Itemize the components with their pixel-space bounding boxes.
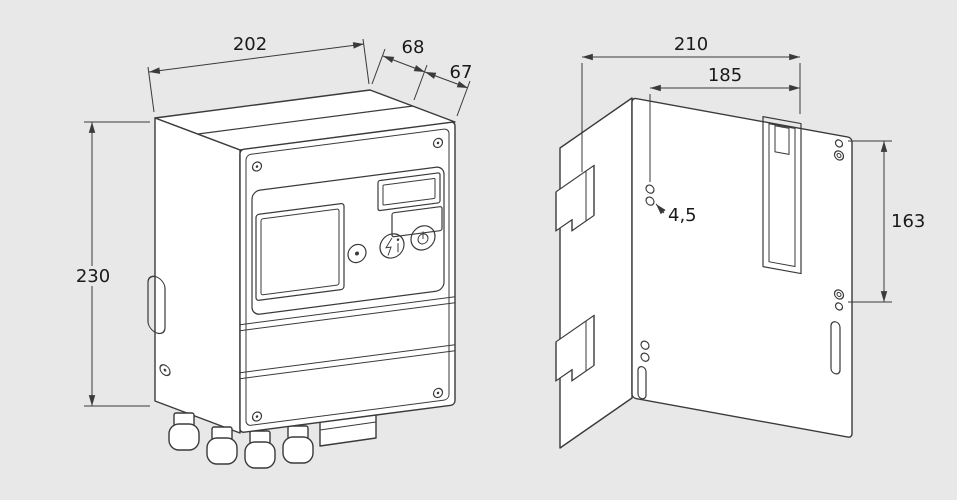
cable-gland (206, 426, 238, 465)
back-side-face (559, 97, 633, 449)
dim-depth-68-label: 68 (402, 37, 425, 58)
dim-width-202: 202 (147, 34, 370, 113)
terminal-cover-seams (240, 296, 455, 380)
side-lock (159, 364, 171, 377)
reset-button[interactable] (347, 243, 367, 264)
cable-gland (244, 430, 276, 469)
mounting-hole (645, 184, 655, 194)
power-button[interactable] (410, 224, 436, 251)
mounting-holes-upper-left (645, 184, 655, 206)
front-face (239, 121, 456, 433)
mount-hook-top (555, 164, 595, 232)
nameplate (391, 206, 443, 238)
dim-depth-68: 68 (371, 37, 428, 101)
power-icon (417, 231, 429, 245)
dim-depth-67: 67 (424, 62, 473, 117)
housing-split-line (197, 105, 414, 135)
mounting-holes-lower-right (830, 289, 845, 375)
status-display (377, 172, 441, 212)
bracket-hook-tab (774, 125, 790, 155)
front-view-drawing: 202 68 67 230 (74, 34, 473, 469)
mounting-slot (830, 321, 841, 375)
bracket-channel (762, 116, 802, 275)
mounting-holes-lower-left (637, 340, 650, 400)
corner-screw (251, 411, 263, 422)
hole-diameter-callout: 4,5 (655, 203, 697, 226)
back-face-plate (631, 97, 853, 438)
dim-width-210: 210 (581, 34, 801, 172)
lightning-info-icon (385, 237, 400, 256)
corner-screw (432, 137, 444, 149)
mounting-holes-upper-right (833, 139, 845, 161)
cable-gland (282, 425, 314, 464)
hole-diameter-label: 4,5 (668, 205, 697, 226)
cable-glands (168, 412, 314, 469)
mounting-hole (834, 302, 844, 311)
mounting-hole (640, 352, 650, 362)
dim-hole-spacing-185-label: 185 (708, 65, 742, 86)
side-vent-slot (147, 275, 166, 335)
mounting-hole (640, 340, 650, 350)
dim-hole-spacing-185: 185 (649, 65, 800, 182)
side-lock-pin (163, 368, 167, 372)
back-view-drawing: 210 185 163 4,5 (555, 34, 925, 449)
dim-width-210-label: 210 (674, 34, 708, 55)
lcd-display (255, 202, 345, 301)
front-face-plate (239, 121, 456, 433)
dim-hole-spacing-163: 163 (848, 140, 925, 303)
mounting-hole (833, 289, 845, 300)
back-face (631, 97, 853, 438)
mounting-hole (834, 139, 844, 148)
mounting-slot (637, 365, 647, 400)
dim-hole-spacing-163-label: 163 (891, 211, 925, 232)
side-face (154, 117, 241, 434)
side-face-details (147, 275, 171, 377)
dim-height-230: 230 (74, 121, 150, 407)
mount-hook-bottom (555, 314, 595, 382)
mounting-hole (645, 196, 655, 206)
info-button[interactable] (379, 232, 405, 259)
mounting-hole (833, 150, 845, 161)
front-bezel (245, 128, 450, 426)
corner-screw (432, 387, 444, 399)
dim-width-202-label: 202 (233, 34, 267, 55)
dim-depth-67-label: 67 (450, 62, 473, 83)
dim-height-230-label: 230 (76, 266, 110, 287)
control-panel (251, 166, 445, 315)
mount-hooks (555, 164, 595, 382)
cable-gland (168, 412, 200, 451)
corner-screws (251, 137, 444, 422)
corner-screw (251, 161, 263, 172)
